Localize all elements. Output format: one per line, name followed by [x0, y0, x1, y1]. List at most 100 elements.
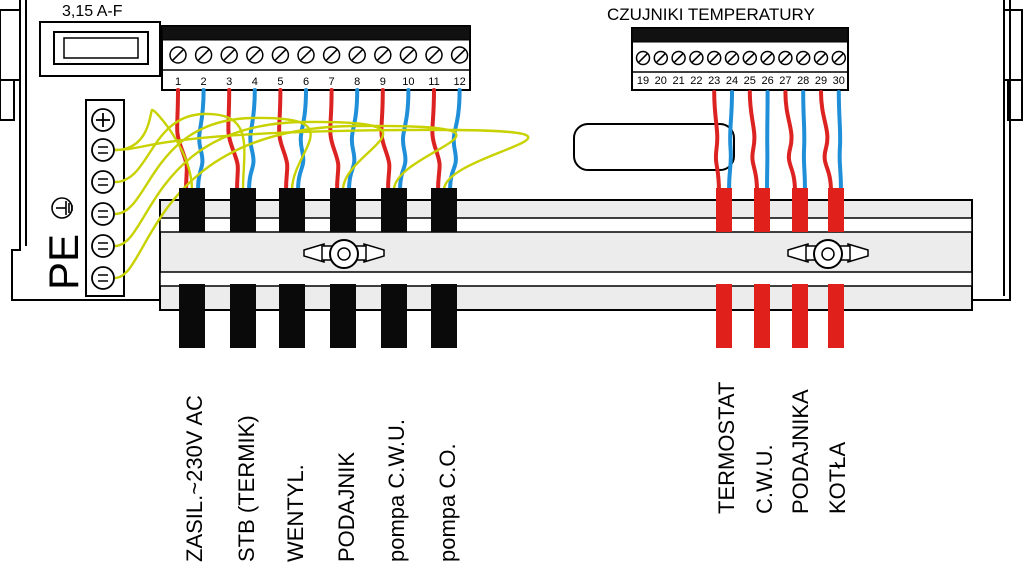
- red-wire: [226, 88, 240, 194]
- blue-wire: [296, 88, 308, 194]
- terminal-number: 5: [277, 76, 283, 88]
- cable-sleeve-red: [754, 284, 770, 348]
- pe-wire: [114, 116, 312, 216]
- cable-label: pompa C.W.U.: [384, 419, 409, 562]
- red-wire: [277, 88, 290, 194]
- pe-label: PE: [40, 234, 87, 290]
- terminal-number: 30: [833, 75, 845, 87]
- blue-wire: [727, 90, 734, 194]
- cable-sleeves: [179, 188, 844, 348]
- cable-label: pompa C.O.: [435, 443, 460, 562]
- left-terminal-screw: [271, 46, 290, 64]
- cable-sleeve-black: [431, 188, 457, 232]
- terminal-number: 21: [672, 75, 684, 87]
- earth-ground-icon: [51, 197, 73, 219]
- cable-sleeve-black: [179, 188, 205, 232]
- fuse: 3,15 A-F: [39, 3, 161, 77]
- cable-label: WENTYL.: [283, 464, 308, 562]
- sensor-terminal-screw: [813, 50, 829, 66]
- pe-screw: [91, 108, 115, 132]
- rail-clamp-left: [303, 239, 385, 269]
- terminal-number: 25: [744, 75, 756, 87]
- left-terminal-screw: [297, 46, 315, 64]
- red-wire: [379, 88, 392, 194]
- blue-wire: [247, 88, 257, 194]
- sensor-terminal-screw: [671, 50, 686, 66]
- cable-sleeve-black: [279, 284, 305, 348]
- terminal-screws: [91, 46, 847, 290]
- left-terminal-screw: [169, 46, 187, 64]
- left-terminal-screw: [425, 46, 443, 64]
- pe-screw: [91, 202, 115, 226]
- terminal-number: 23: [708, 75, 720, 87]
- cable-label: C.W.U.: [752, 444, 777, 514]
- left-terminal-screw: [322, 46, 341, 64]
- terminal-number: 4: [252, 76, 258, 88]
- sensor-terminal-screw: [742, 50, 758, 66]
- terminal-block-sensors: CZUJNIKI TEMPERATURY: [607, 5, 849, 91]
- pe-screw: [91, 138, 115, 162]
- blue-wire: [347, 88, 360, 194]
- sensor-terminal-screw: [689, 50, 704, 66]
- cable-label: KOTŁA: [825, 442, 850, 514]
- red-wire: [819, 90, 833, 194]
- fuse-label: 3,15 A-F: [62, 3, 123, 20]
- terminal-number: 22: [690, 75, 702, 87]
- terminal-number: 3: [226, 76, 232, 88]
- terminal-number: 24: [726, 75, 738, 87]
- terminal-number: 2: [201, 76, 207, 88]
- left-terminal-screw: [450, 46, 469, 64]
- left-terminal-screw: [399, 46, 418, 64]
- rail-clamp-right: [787, 239, 869, 269]
- terminal-number: 28: [797, 75, 809, 87]
- pe-wire: [114, 120, 385, 248]
- sensor-terminal-screw: [724, 50, 740, 66]
- terminal-number: 20: [655, 75, 667, 87]
- blue-wire: [196, 88, 206, 194]
- enclosure: [0, 0, 1023, 301]
- terminal-number: 27: [779, 75, 791, 87]
- terminal-number: 1: [175, 76, 181, 88]
- cable-sleeve-black: [381, 284, 407, 348]
- sensor-terminal-screw: [760, 50, 775, 66]
- cable-sleeve-red: [716, 188, 732, 232]
- left-terminal-screw: [194, 46, 213, 64]
- red-wire: [328, 88, 341, 194]
- cable-sleeve-black: [279, 188, 305, 232]
- terminal-number: 9: [380, 76, 386, 88]
- red-wire: [747, 90, 759, 194]
- cable-label: PODAJNIKA: [788, 389, 813, 514]
- wires: [114, 88, 843, 280]
- red-wire: [712, 90, 721, 194]
- pe-ground-strip: PE: [40, 99, 125, 297]
- sensor-terminal-screw: [778, 50, 793, 66]
- cable-label: ZASIL.~230V AC: [182, 395, 207, 562]
- terminal-number: 19: [637, 75, 649, 87]
- sensor-block-title: CZUJNIKI TEMPERATURY: [607, 5, 815, 24]
- terminal-number: 26: [761, 75, 773, 87]
- pe-screw: [91, 170, 115, 194]
- cable-label: PODAJNIK: [334, 452, 359, 562]
- terminal-number: 29: [815, 75, 827, 87]
- sensor-terminal-screw: [795, 50, 811, 66]
- cable-label: STB (TERMIK): [234, 415, 259, 562]
- terminal-number: 11: [428, 76, 439, 88]
- sensor-terminal-screw: [635, 50, 651, 66]
- cable-sleeve-black: [230, 284, 256, 348]
- pe-wire: [114, 128, 530, 191]
- cable-sleeve-red: [828, 284, 844, 348]
- pe-screw: [91, 266, 115, 290]
- cable-sleeve-black: [431, 284, 457, 348]
- sensor-terminal-screw: [831, 50, 847, 66]
- cable-sleeve-red: [792, 188, 808, 232]
- terminal-number: 10: [402, 76, 414, 88]
- cable-sleeve-black: [330, 284, 356, 348]
- blue-wire: [836, 90, 843, 194]
- blue-wire: [765, 90, 770, 194]
- blue-wire: [801, 90, 807, 194]
- cable-sleeve-black: [230, 188, 256, 232]
- sensor-terminal-screw: [706, 50, 722, 66]
- cable-sleeve-red: [828, 188, 844, 232]
